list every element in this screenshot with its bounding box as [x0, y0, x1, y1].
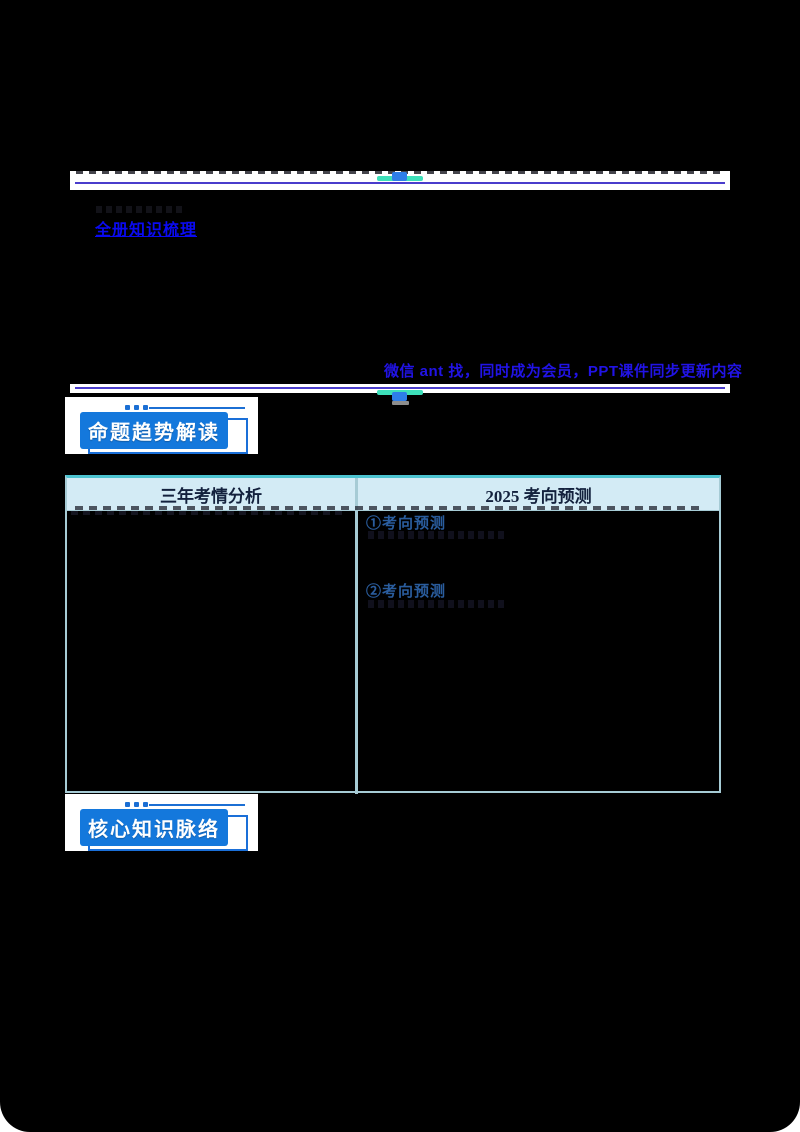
promo-text: 微信 ant 找，同时成为会员，PPT课件同步更新内容 — [384, 363, 743, 380]
divider-caption-smudge — [392, 401, 409, 405]
exam-analysis-table: 三年考情分析 2025 考向预测 ①考向预测 ②考向预测 — [65, 475, 721, 794]
dots-icon — [125, 405, 148, 410]
faint-text-remnant — [368, 531, 508, 539]
table-header-row: 三年考情分析 2025 考向预测 — [67, 478, 719, 511]
faint-text-remnant — [71, 511, 347, 515]
section-divider-top — [70, 171, 730, 190]
cell-prediction: ①考向预测 ②考向预测 — [358, 511, 719, 794]
dots-icon — [125, 802, 148, 807]
divider-line — [75, 387, 725, 389]
divider-accent-tab — [392, 172, 407, 181]
section-badge-knowledge: 核心知识脉络 — [65, 794, 258, 851]
faint-text-remnant — [96, 206, 182, 213]
prediction-item: ②考向预测 — [366, 583, 447, 600]
badge-top-line — [149, 804, 245, 806]
badge-top-line — [149, 407, 245, 409]
divider-accent-tab — [392, 392, 407, 401]
table-body-row: ①考向预测 ②考向预测 — [67, 511, 719, 794]
material-link[interactable]: 全册知识梳理 — [95, 222, 198, 239]
faint-text-remnant — [368, 600, 508, 608]
column-header-prediction: 2025 考向预测 — [485, 486, 592, 506]
faint-text-remnant — [75, 506, 705, 510]
section-divider-middle — [70, 384, 730, 405]
prediction-item: ①考向预测 — [366, 515, 447, 532]
badge-title: 核心知识脉络 — [80, 809, 228, 846]
column-header-history: 三年考情分析 — [67, 478, 358, 510]
cell-history-analysis — [67, 511, 358, 794]
divider-line — [75, 182, 725, 184]
badge-title: 命题趋势解读 — [80, 412, 228, 449]
section-badge-trend: 命题趋势解读 — [65, 397, 258, 454]
